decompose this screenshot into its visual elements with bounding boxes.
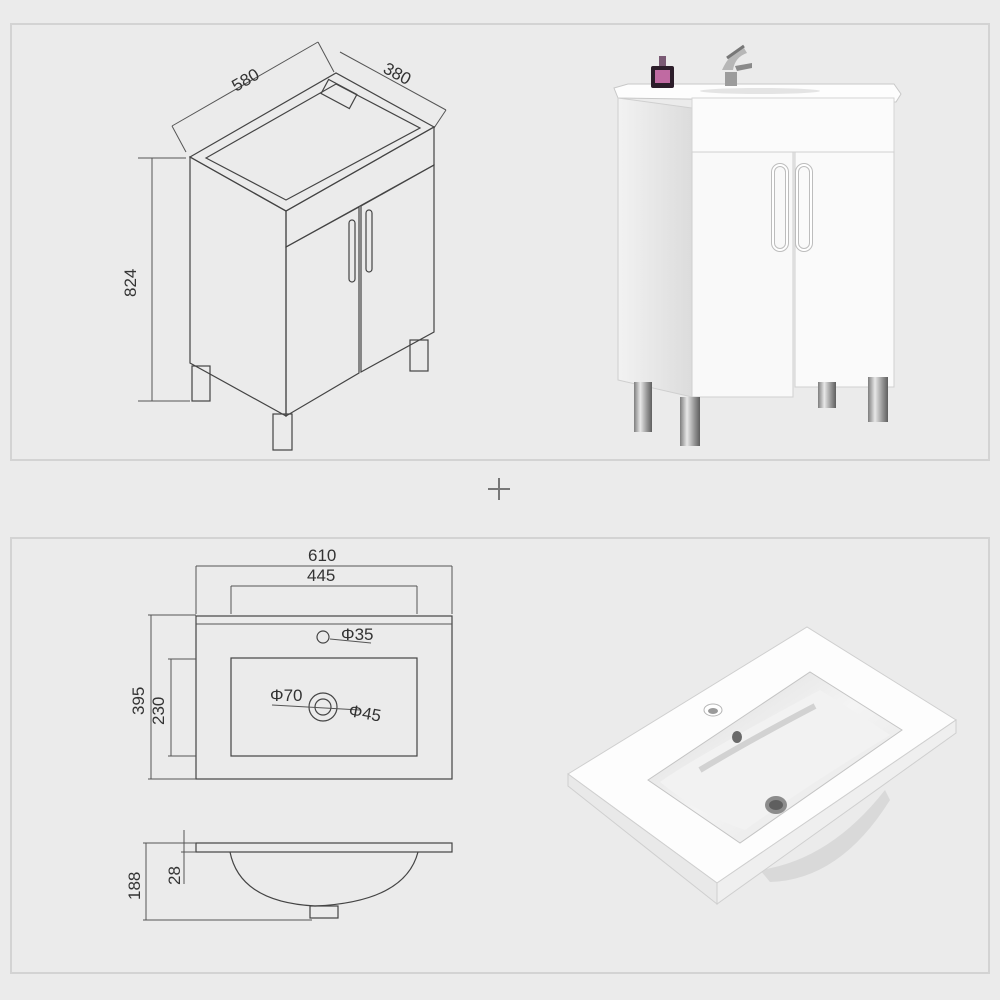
drain-outer-label: Φ70 [270,686,302,705]
cabinet-depth-label: 380 [380,59,414,89]
basin-bowl-depth-label: 230 [149,697,168,725]
basin-bowl-width-label: 445 [307,566,335,585]
basin-side-view: 188 28 [125,830,453,921]
basin-depth-label: 395 [129,687,148,715]
tap-hole-label: Φ35 [341,625,373,644]
basin-photo [567,626,957,906]
drain-inner-label: Φ45 [347,701,382,725]
basin-rim-label: 28 [165,866,184,885]
basin-height-label: 188 [125,872,144,900]
cabinet-height-label: 824 [121,269,140,297]
basin-top-view: 610 445 Φ35 Φ70 Φ45 395 230 [129,546,453,780]
plus-icon [484,474,514,504]
cabinet-photo [613,44,902,446]
basin-overall-width-label: 610 [308,546,336,565]
cabinet-line-drawing: 580 380 824 [121,41,447,451]
